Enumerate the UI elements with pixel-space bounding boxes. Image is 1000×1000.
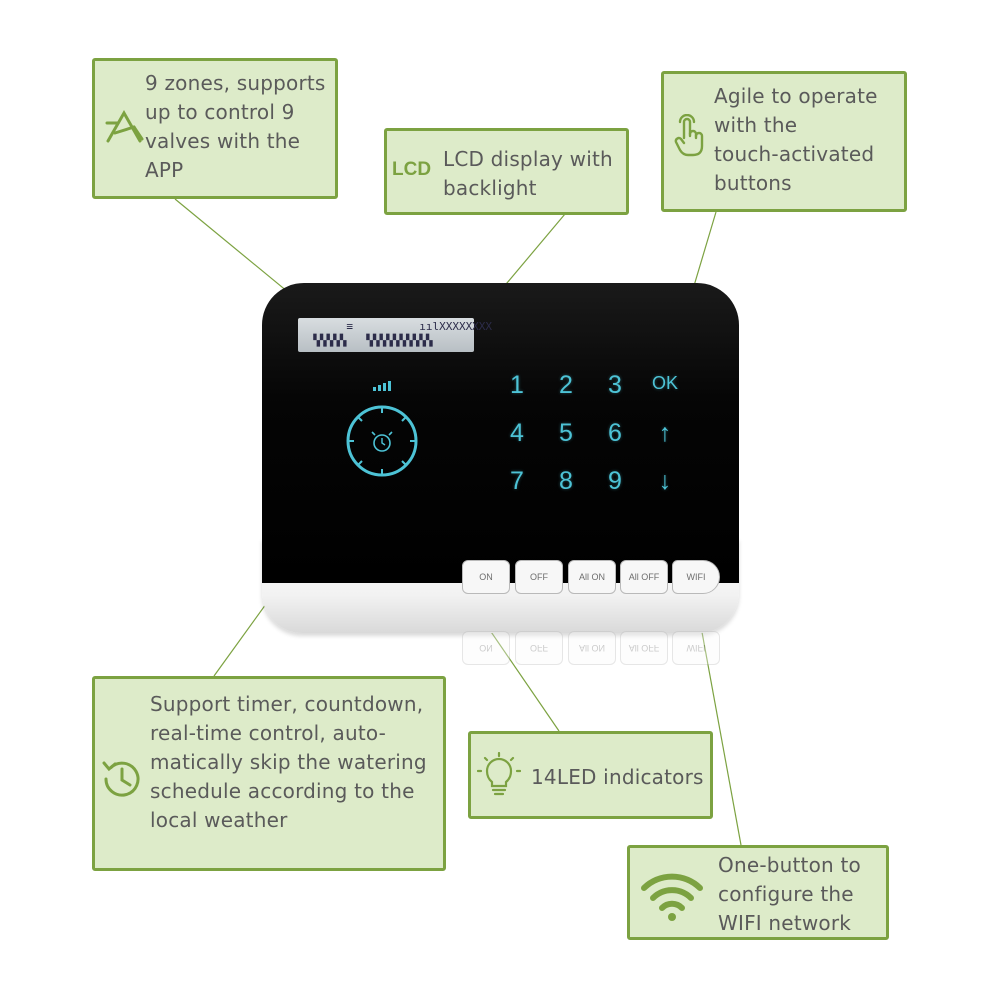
key-9[interactable]: 9	[608, 467, 622, 495]
callout-wifi-text: One-button to configure the WIFI network	[718, 853, 861, 935]
callout-timer-text: Support timer, countdown, real-time cont…	[150, 692, 427, 832]
light-bulb-icon	[477, 752, 521, 796]
lcd-label-icon: LCD	[392, 159, 432, 180]
key-5[interactable]: 5	[559, 419, 573, 447]
key-4[interactable]: 4	[510, 419, 524, 447]
key-3[interactable]: 3	[608, 371, 622, 399]
key-6[interactable]: 6	[608, 419, 622, 447]
callout-touch: Agile to operate with the touch-activate…	[661, 71, 907, 212]
device-touch-panel: ≡ ıılXXXXXXXX ▚▚▚▚▚ ▚▚▚▚▚▚▚▚▚▚	[262, 283, 739, 583]
callout-timer: Support timer, countdown, real-time cont…	[92, 676, 446, 871]
lcd-screen: ≡ ıılXXXXXXXX ▚▚▚▚▚ ▚▚▚▚▚▚▚▚▚▚	[298, 318, 492, 352]
callout-lcd: LCD LCD display with backlight	[384, 128, 629, 215]
callout-zones: 9 zones, supports up to control 9 valves…	[92, 58, 338, 199]
key-ok[interactable]: OK	[651, 373, 678, 393]
wifi-icon	[641, 873, 703, 921]
key-7[interactable]: 7	[510, 467, 524, 495]
lcd-line-1: ≡ ıılXXXXXXXX	[300, 320, 493, 333]
callout-wifi: One-button to configure the WIFI network	[627, 845, 889, 940]
lcd-line-2: ▚▚▚▚▚ ▚▚▚▚▚▚▚▚▚▚	[300, 334, 433, 347]
reflection-all-off: All OFF	[620, 631, 668, 665]
on-button[interactable]: ON	[462, 560, 510, 594]
wifi-button[interactable]: WIFI	[672, 560, 720, 594]
key-1[interactable]: 1	[510, 371, 524, 399]
callout-zones-text: 9 zones, supports up to control 9 valves…	[145, 71, 326, 182]
reflection-wifi: WIFI	[672, 631, 720, 665]
callout-lcd-text: LCD display with backlight	[443, 147, 613, 200]
key-down[interactable]: ↓	[658, 467, 672, 495]
key-2[interactable]: 2	[559, 371, 573, 399]
reflection-on: ON	[462, 631, 510, 665]
callout-touch-text: Agile to operate with the touch-activate…	[714, 84, 878, 195]
signal-led-icon	[373, 381, 391, 391]
reflection-all-on: All ON	[568, 631, 616, 665]
touch-hand-icon	[674, 114, 704, 157]
off-button[interactable]: OFF	[515, 560, 563, 594]
key-up[interactable]: ↑	[658, 419, 672, 447]
callout-led-text: 14LED indicators	[531, 765, 704, 789]
all-off-button[interactable]: All OFF	[620, 560, 668, 594]
timer-dial-icon[interactable]	[344, 403, 420, 479]
clock-history-icon	[102, 761, 140, 797]
reflection-off: OFF	[515, 631, 563, 665]
button-reflection: ON OFF All ON All OFF WIFI	[462, 625, 722, 665]
key-8[interactable]: 8	[559, 467, 573, 495]
callout-led: 14LED indicators	[468, 731, 713, 819]
irrigation-controller: ≡ ıılXXXXXXXX ▚▚▚▚▚ ▚▚▚▚▚▚▚▚▚▚	[262, 283, 739, 633]
valve-network-icon	[105, 109, 144, 143]
all-on-button[interactable]: All ON	[568, 560, 616, 594]
